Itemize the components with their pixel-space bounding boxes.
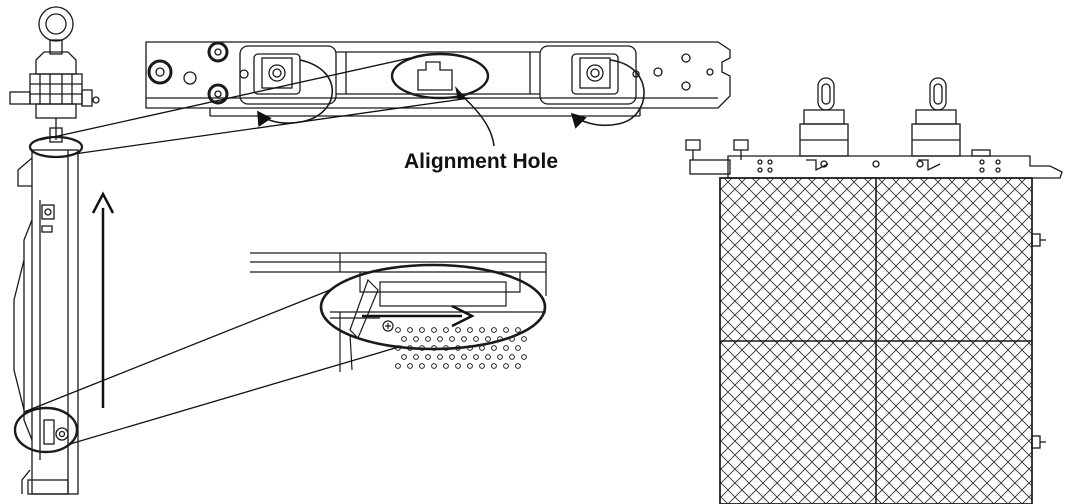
perforation-dot bbox=[515, 363, 521, 369]
perforation-dot bbox=[431, 363, 437, 369]
perforation-dot bbox=[509, 354, 515, 360]
perforation-dot bbox=[413, 336, 419, 342]
perforation-dot bbox=[491, 345, 497, 351]
top-bracket-detail bbox=[145, 41, 731, 129]
perforation-dot bbox=[503, 345, 509, 351]
top-callout-lines bbox=[39, 57, 471, 155]
perforation-dot bbox=[449, 354, 455, 360]
perforation-dot bbox=[407, 363, 413, 369]
perforation-dot bbox=[521, 354, 527, 360]
latch-detail bbox=[250, 252, 547, 372]
perforation-dot bbox=[461, 336, 467, 342]
perforation-dot bbox=[515, 345, 521, 351]
perforation-dot bbox=[479, 363, 485, 369]
perforation-dot bbox=[425, 354, 431, 360]
perforation-dot bbox=[479, 327, 485, 333]
perforation-dot bbox=[467, 345, 473, 351]
perforation-dot bbox=[437, 336, 443, 342]
perforation-dot bbox=[509, 336, 515, 342]
perforation-dot bbox=[515, 327, 521, 333]
perforation-dot bbox=[485, 354, 491, 360]
perforation-dot bbox=[479, 345, 485, 351]
lifting-ring bbox=[38, 6, 74, 55]
perforation-dot bbox=[407, 327, 413, 333]
perforation-dot bbox=[485, 336, 491, 342]
perforation-dot bbox=[455, 363, 461, 369]
perforation-dot bbox=[425, 336, 431, 342]
perforation-dot bbox=[443, 327, 449, 333]
perforation-dot bbox=[455, 345, 461, 351]
bottom-latch bbox=[13, 406, 79, 454]
perforation-dot bbox=[461, 354, 467, 360]
perforation-dot bbox=[467, 363, 473, 369]
perforation-dot bbox=[437, 354, 443, 360]
side-view-with-lifting-eye bbox=[9, 6, 100, 495]
bottom-callout-ellipse bbox=[13, 406, 79, 454]
perforation-dot bbox=[419, 363, 425, 369]
latch-callout-ellipse bbox=[319, 263, 547, 351]
perforation-dot bbox=[443, 345, 449, 351]
perforation-dot bbox=[431, 327, 437, 333]
latch-perforation bbox=[395, 327, 527, 369]
perforation-dot bbox=[473, 354, 479, 360]
front-panel-assembly bbox=[685, 77, 1063, 504]
lifting-eye-right bbox=[911, 77, 961, 172]
alignment-callout-ellipse bbox=[390, 52, 490, 100]
perforation-dot bbox=[401, 354, 407, 360]
perforation-dot bbox=[395, 363, 401, 369]
alignment-hole-label: Alignment Hole bbox=[404, 150, 558, 173]
perforation-dot bbox=[503, 327, 509, 333]
perforation-dot bbox=[449, 336, 455, 342]
perforation-dot bbox=[521, 336, 527, 342]
perforation-dot bbox=[503, 363, 509, 369]
alignment-hole-shape bbox=[417, 61, 453, 91]
perforation-dot bbox=[497, 354, 503, 360]
panel-side-profile bbox=[13, 149, 79, 495]
alignment-hole-label-group: Alignment Hole bbox=[404, 86, 558, 173]
perforation-dot bbox=[455, 327, 461, 333]
latch-slide-arrow bbox=[362, 304, 475, 328]
perforation-dot bbox=[467, 327, 473, 333]
perforation-dot bbox=[407, 345, 413, 351]
perforation-dot bbox=[413, 354, 419, 360]
perforation-dot bbox=[419, 345, 425, 351]
perforation-dot bbox=[491, 327, 497, 333]
perforation-dot bbox=[443, 363, 449, 369]
perforation-dot bbox=[497, 336, 503, 342]
perforation-dot bbox=[491, 363, 497, 369]
bottom-callout-lines bbox=[23, 289, 403, 445]
perforation-dot bbox=[473, 336, 479, 342]
perforation-dot bbox=[395, 327, 401, 333]
perforation-dot bbox=[401, 336, 407, 342]
perforation-dot bbox=[431, 345, 437, 351]
upward-arrow bbox=[91, 191, 115, 408]
perforation-dot bbox=[419, 327, 425, 333]
clamp-mechanism bbox=[9, 51, 100, 143]
